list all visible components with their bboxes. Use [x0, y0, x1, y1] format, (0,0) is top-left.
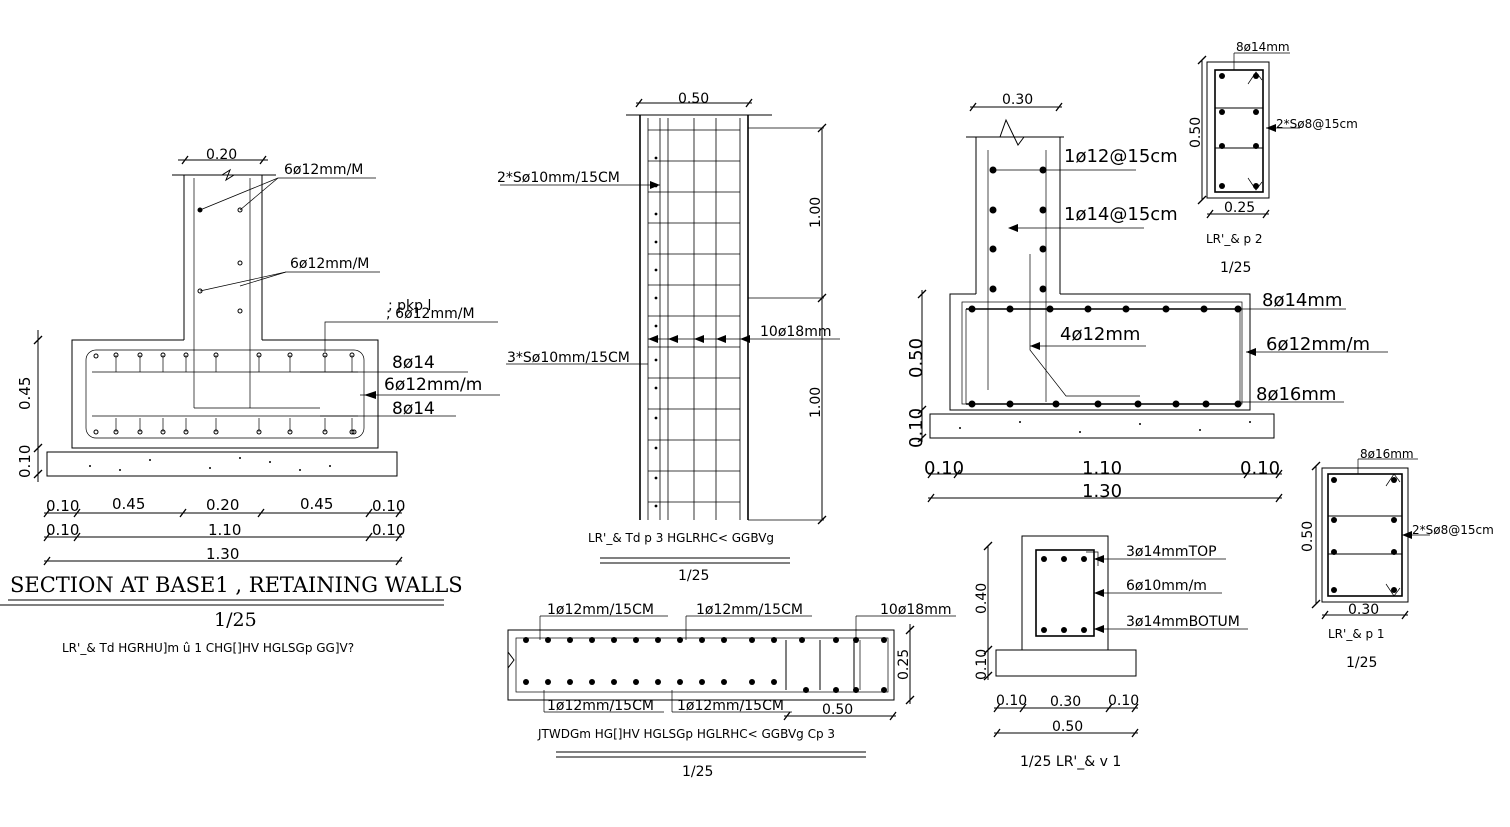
section-title: SECTION AT BASE1 , RETAINING WALLS	[10, 573, 463, 597]
lean-concrete	[46, 451, 398, 477]
bar-label: 6ø12mm/m	[1266, 334, 1370, 355]
bar-label: 1ø12mm/15CM	[696, 602, 803, 618]
caption: LR'_& p 2	[1206, 232, 1263, 246]
section-footing-2: 0.30	[906, 92, 1388, 503]
bar-label: 1ø14@15cm	[1064, 204, 1178, 225]
bar-label: ; 6ø12mm/M	[386, 306, 475, 322]
bar-label: 6ø12mm/m	[384, 375, 482, 395]
dim-label: 0.50	[678, 91, 709, 107]
column-1-bars	[1331, 477, 1397, 593]
scale-label: 1/25	[214, 609, 257, 631]
dim-label: 0.10	[46, 497, 79, 515]
column-2-section: 8ø14mm 2*Sø8@15cm 0.50 0.25 LR'_& p 2 1/…	[1188, 40, 1358, 276]
vdim-label: 0.50	[1188, 117, 1204, 148]
bar-label: 8ø14mm	[1236, 40, 1290, 54]
bar-label: 1ø12mm/15CM	[547, 698, 654, 714]
dim-label: 1.30	[1082, 481, 1122, 502]
bar-label: 1ø12mm/15CM	[677, 698, 784, 714]
caption: LR'_& Td p 3 HGLRHC< GGBVg	[588, 531, 774, 545]
column-1-section: 8ø16mm 2*Sø8@15cm 0.50 0.30 LR'_& p 1 1/…	[1300, 447, 1494, 671]
dim-label: 0.45	[300, 495, 333, 513]
caption: JTWDGm HG[]HV HGLSGp HGLRHC< GGBVg Cp 3	[537, 727, 835, 741]
beam-bars	[1041, 556, 1087, 633]
bar-label-overlay: ; pkp l	[388, 298, 431, 314]
dim-label: 0.50	[1052, 719, 1083, 735]
dim-label: 0.50	[822, 702, 853, 718]
dim-label: 1.10	[208, 521, 241, 539]
bar-label: 6ø12mm/M	[290, 256, 369, 272]
vdim-label: 1.00	[808, 197, 824, 228]
vdim-label: 0.10	[906, 408, 927, 448]
dim-label: 0.10	[372, 521, 405, 539]
bar-label: 10ø18mm	[760, 324, 831, 340]
dim-label: 0.20	[206, 147, 237, 163]
vdim-label: 0.50	[906, 338, 927, 378]
plan-bars-top	[523, 637, 887, 643]
bar-label: 4ø12mm	[1060, 324, 1140, 345]
bar-label: 1ø12@15cm	[1064, 146, 1178, 167]
bar-marks-top	[113, 352, 355, 372]
bar-label: 2*Sø8@15cm	[1412, 523, 1494, 537]
scale-label: 1/25	[682, 764, 713, 780]
vdim-label: 0.10	[974, 649, 990, 680]
dim-label: 0.30	[1348, 602, 1379, 618]
footing-bars-bottom	[968, 400, 1242, 408]
scale-label: 1/25	[1220, 260, 1251, 276]
bar-label: 3*Sø10mm/15CM	[507, 350, 630, 366]
lean-concrete	[929, 413, 1275, 439]
vdim-label: 0.40	[974, 583, 990, 614]
beam-section: 3ø14mmTOP 6ø10mm/m 3ø14mmBOTUM 0.40 0.10…	[974, 535, 1248, 770]
dim-label: 0.30	[1050, 694, 1081, 710]
vdim-label: 0.45	[16, 377, 34, 410]
dim-label: 0.30	[1002, 92, 1033, 108]
bar-label: 2*Sø8@15cm	[1276, 117, 1358, 131]
wall-plan: 1ø12mm/15CM 1ø12mm/15CM 10ø18mm 1ø12mm/1…	[507, 602, 956, 780]
bar-label: 3ø14mmBOTUM	[1126, 614, 1240, 630]
footing-bars-top	[968, 305, 1242, 313]
dim-label: 0.10	[996, 693, 1027, 709]
section-base1: 0.20	[0, 147, 500, 655]
dim-label: 1.10	[1082, 458, 1122, 479]
bar-label: 10ø18mm	[880, 602, 951, 618]
dim-label: 0.10	[1108, 693, 1139, 709]
plan-bars-bottom	[523, 679, 887, 693]
dim-label: 0.10	[372, 497, 405, 515]
dim-label: 0.45	[112, 495, 145, 513]
bar-label: 3ø14mmTOP	[1126, 544, 1217, 560]
bar-label: 8ø14mm	[1262, 290, 1342, 311]
vdim-label: 1.00	[808, 387, 824, 418]
rebar-grid	[647, 118, 741, 520]
bar-label: 8ø14	[392, 399, 435, 419]
bar-label: 8ø14	[392, 353, 435, 373]
caption: LR'_& p 1	[1328, 627, 1385, 641]
dim-label: 0.25	[1224, 200, 1255, 216]
bar-label: 8ø16mm	[1256, 384, 1336, 405]
bar-label: 8ø16mm	[1360, 447, 1414, 461]
dim-label: 0.10	[924, 458, 964, 479]
wall-elevation: 0.50	[497, 91, 840, 584]
column-2-bars	[1219, 73, 1259, 189]
vdim-label: 0.10	[16, 445, 34, 478]
dim-label: 0.20	[206, 496, 239, 514]
bar-label: 2*Sø10mm/15CM	[497, 170, 620, 186]
bar-label: 6ø10mm/m	[1126, 578, 1207, 594]
dim-label: 1.30	[206, 545, 239, 563]
bar-label: 6ø12mm/M	[284, 162, 363, 178]
vdim-label: 0.50	[1300, 521, 1316, 552]
dim-label: 0.10	[46, 521, 79, 539]
dim-label: 0.10	[1240, 458, 1280, 479]
bar-marks-bottom	[93, 353, 357, 435]
caption: LR'_& Td HGRHU]m û 1 CHG[]HV HGLSGp GG]V…	[62, 641, 354, 655]
caption: 1/25 LR'_& v 1	[1020, 754, 1121, 770]
scale-label: 1/25	[1346, 655, 1377, 671]
bar-label: 1ø12mm/15CM	[547, 602, 654, 618]
dim-label: 0.25	[896, 649, 912, 680]
scale-label: 1/25	[678, 568, 709, 584]
